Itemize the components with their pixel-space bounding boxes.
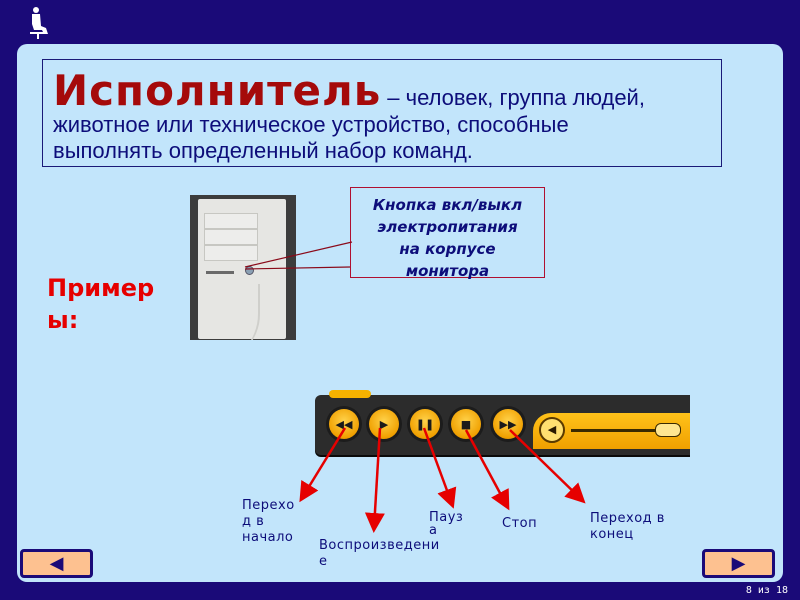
- definition-line-3: выполнять определенный набор команд.: [53, 138, 473, 163]
- callout-line-1: Кнопка вкл/выкл: [372, 196, 523, 214]
- volume-area: ◀: [533, 413, 690, 449]
- label-line: Переход в: [590, 511, 665, 526]
- rewind-icon: ◀◀: [329, 409, 359, 439]
- definition-term: Исполнитель: [53, 66, 382, 115]
- power-button-callout: Кнопка вкл/выкл электропитания на корпус…: [350, 187, 545, 280]
- callout-line-4: монитора: [405, 262, 490, 280]
- drive-bay: [204, 213, 258, 229]
- examples-heading-line-1: Пример: [47, 274, 155, 302]
- play-icon: ▶: [369, 409, 399, 439]
- computer-case-image: [190, 195, 296, 340]
- label-line: д в: [242, 514, 265, 529]
- label-line: конец: [590, 527, 634, 542]
- drive-bay: [204, 229, 258, 245]
- drive-bay: [204, 245, 258, 261]
- definition-line-2: животное или техническое устройство, спо…: [53, 112, 569, 137]
- label-line: Перехо: [242, 498, 295, 513]
- examples-heading: Пример ы:: [47, 272, 177, 336]
- arrow-left-icon: ◀: [49, 552, 64, 574]
- examples-heading-line-2: ы:: [47, 306, 79, 334]
- label-line: начало: [242, 530, 294, 545]
- callout-line-2: электропитания: [377, 218, 518, 236]
- label-play: Воспроизведени е: [319, 538, 440, 570]
- fast-forward-icon: ▶▶: [493, 409, 523, 439]
- next-slide-button[interactable]: ▶: [702, 549, 775, 578]
- label-go-to-end: Переход в конец: [590, 511, 665, 543]
- prev-slide-button[interactable]: ◀: [20, 549, 93, 578]
- seated-person-icon: [30, 7, 48, 39]
- media-player-image: ◀◀ ▶ ❚❚ ■ ▶▶ ◀: [315, 390, 690, 455]
- definition-line-1: – человек, группа людей,: [387, 85, 645, 110]
- label-line: е: [319, 554, 328, 569]
- arrow-right-icon: ▶: [731, 552, 746, 574]
- label-line: Пауз: [429, 510, 464, 525]
- label-line: а: [429, 523, 438, 538]
- floppy-slot: [206, 271, 234, 274]
- callout-line-3: на корпусе: [399, 240, 496, 258]
- volume-track: [571, 429, 679, 432]
- label-stop: Стоп: [502, 516, 538, 531]
- definition-box: Исполнитель – человек, группа людей, жив…: [42, 59, 722, 167]
- label-go-to-start: Перехо д в начало: [242, 498, 295, 546]
- case-curve: [190, 284, 260, 340]
- label-line: Воспроизведени: [319, 538, 440, 553]
- player-tab: [329, 390, 371, 398]
- volume-knob: [655, 423, 681, 437]
- stop-icon: ■: [451, 409, 481, 439]
- slide-panel: [17, 44, 783, 582]
- label-pause: Пауз а: [429, 511, 463, 537]
- page-indicator: 8 из 18: [745, 585, 788, 596]
- speaker-icon: ◀: [539, 417, 565, 443]
